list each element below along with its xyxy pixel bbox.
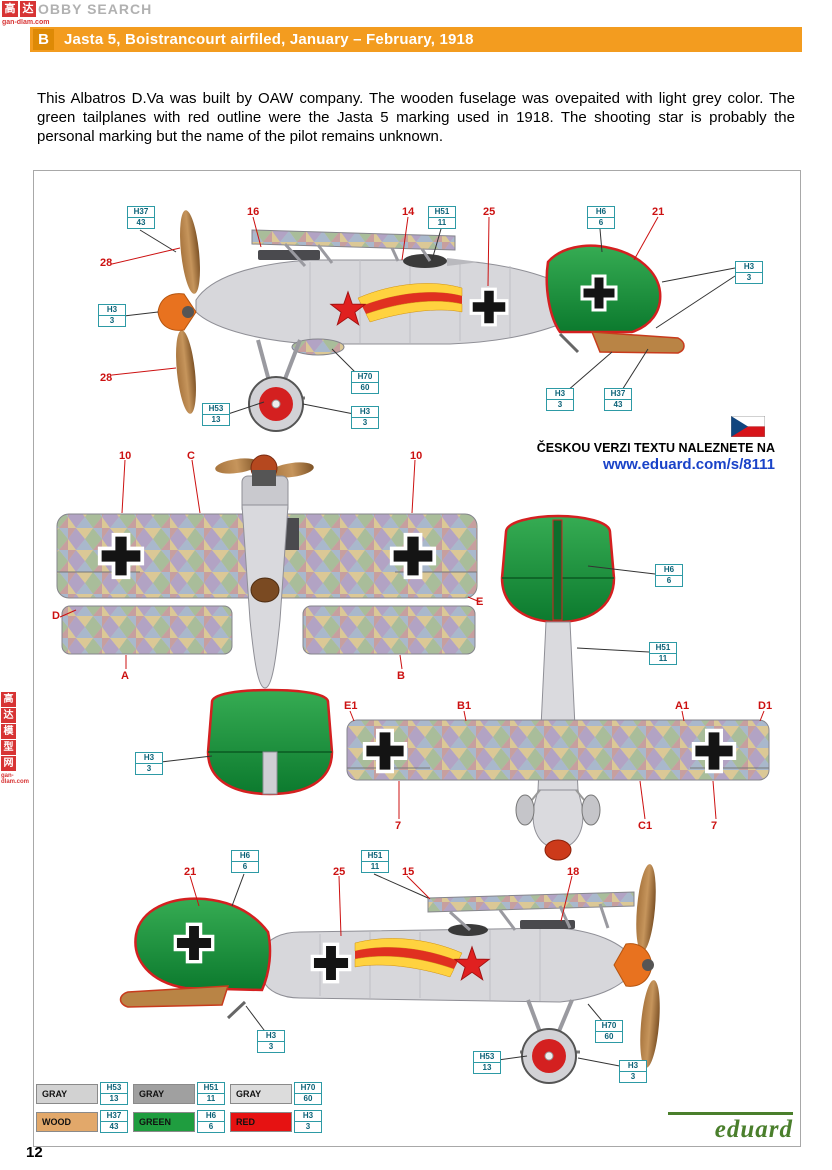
decal-number: 25 <box>333 866 346 878</box>
decal-number: 14 <box>402 206 415 218</box>
legend-swatch: GRAY <box>133 1083 195 1104</box>
watermark-char: 高 <box>1 692 16 707</box>
legend-swatch: GREEN <box>133 1111 195 1132</box>
czech-flag-icon <box>731 416 765 437</box>
decal-number: 28 <box>100 257 113 269</box>
part-letter: B <box>397 670 405 682</box>
watermark-domain: gan-dlam.com <box>2 19 50 26</box>
legend-swatch: GRAY <box>36 1083 98 1104</box>
legend-swatch: RED <box>230 1111 292 1132</box>
page-number: 12 <box>26 1144 43 1161</box>
watermark-char: 高 <box>2 1 18 17</box>
scheme-title: Jasta 5, Boistrancourt airfiled, January… <box>64 31 474 48</box>
part-letter: D <box>52 610 60 622</box>
scheme-header-bar: B Jasta 5, Boistrancourt airfiled, Janua… <box>30 27 802 52</box>
part-letter: A <box>121 670 129 682</box>
watermark-char: 达 <box>1 708 16 723</box>
czech-note-url: www.eduard.com/s/8111 <box>602 456 775 473</box>
decal-number: 21 <box>652 206 665 218</box>
scheme-description: This Albatros D.Va was built by OAW comp… <box>37 90 795 145</box>
watermark-logo: 高 达 OBBY SEARCH <box>2 1 152 17</box>
decal-number: 25 <box>483 206 496 218</box>
decal-number: 7 <box>711 820 718 832</box>
decal-number: 21 <box>184 866 197 878</box>
part-letter: C <box>187 450 195 462</box>
eduard-logo: eduard <box>668 1112 793 1144</box>
diagram-frame <box>33 170 801 1147</box>
legend-swatch: GRAY <box>230 1083 292 1104</box>
watermark-char: 达 <box>20 1 36 17</box>
decal-number: 15 <box>402 866 415 878</box>
part-letter: E1 <box>344 700 358 712</box>
part-letter: A1 <box>675 700 690 712</box>
decal-number: 28 <box>100 372 113 384</box>
part-letter: B1 <box>457 700 472 712</box>
decal-number: 10 <box>119 450 132 462</box>
part-letter: D1 <box>758 700 773 712</box>
part-letter: E <box>476 596 484 608</box>
decal-number: 10 <box>410 450 423 462</box>
watermark-char: 型 <box>1 740 16 755</box>
watermark-char: 模 <box>1 724 16 739</box>
watermark-domain: gan-dlam.com <box>1 773 30 785</box>
decal-number: 16 <box>247 206 260 218</box>
watermark-char: 网 <box>1 756 16 771</box>
scheme-letter-badge: B <box>33 29 54 50</box>
part-letter: C1 <box>638 820 653 832</box>
watermark-side: 高 达 模 型 网 gan-dlam.com <box>1 692 30 785</box>
decal-number: 18 <box>567 866 580 878</box>
watermark-text: OBBY SEARCH <box>38 1 153 17</box>
czech-note-text: ČESKOU VERZI TEXTU NALEZNETE NA <box>536 441 775 455</box>
decal-number: 7 <box>395 820 402 832</box>
legend-swatch: WOOD <box>36 1111 98 1132</box>
